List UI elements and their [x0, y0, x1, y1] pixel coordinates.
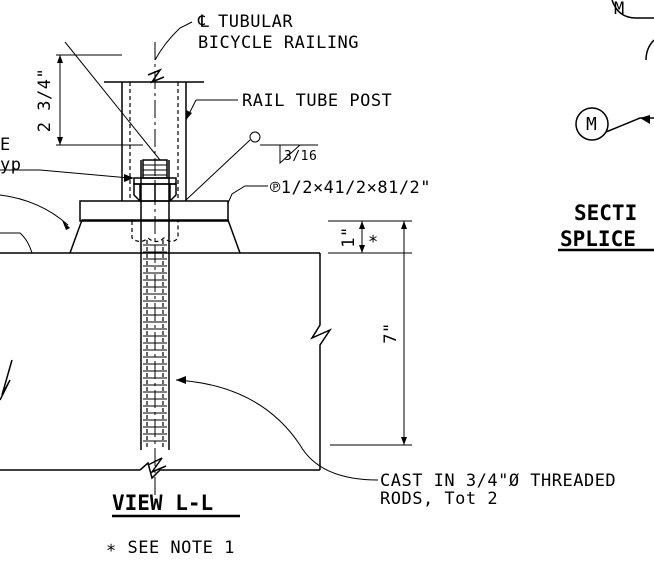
centerline-leader	[154, 21, 193, 61]
callout-m: M	[586, 114, 597, 135]
section-title-2: SPLICE	[560, 227, 636, 251]
anchor-nuts	[133, 159, 177, 203]
see-note: ∗ SEE NOTE 1	[106, 538, 235, 558]
leaders	[0, 99, 379, 481]
threaded-rod	[140, 160, 170, 450]
callout-m-top: M	[614, 0, 625, 19]
dim-right	[328, 220, 412, 446]
dim-seven-label: 7"	[381, 322, 401, 343]
cl-symbol: ℄	[197, 12, 209, 32]
centerline-break	[147, 68, 165, 84]
label-cast-in-1: CAST IN 3/4"Ø THREADED	[380, 471, 616, 491]
view-title: VIEW L-L	[112, 491, 213, 515]
dim-top-label: 2 3/4"	[35, 68, 55, 132]
base-plate	[79, 200, 229, 222]
label-rail-tube-post: RAIL TUBE POST	[242, 91, 392, 111]
label-weld-size: 3/16	[284, 149, 317, 164]
dim-one-label: 1"	[339, 226, 359, 247]
rod-break	[147, 457, 167, 474]
label-tubular: TUBULAR	[218, 12, 293, 32]
left-yp: yp	[0, 155, 21, 175]
label-cast-in-2: RODS, Tot 2	[380, 489, 498, 509]
left-e: E	[0, 135, 11, 155]
label-plate: ℗1/2×41/2×81/2"	[270, 178, 431, 198]
section-callouts	[575, 0, 654, 141]
dim-top	[56, 41, 161, 161]
lower-nut	[131, 221, 179, 243]
concrete-deck	[0, 252, 333, 480]
section-title-1: SECTI	[574, 201, 637, 225]
asterisk-mark: ∗	[368, 229, 379, 249]
rail-tube-post	[104, 81, 204, 201]
label-bicycle-railing: BICYCLE RAILING	[198, 33, 359, 53]
